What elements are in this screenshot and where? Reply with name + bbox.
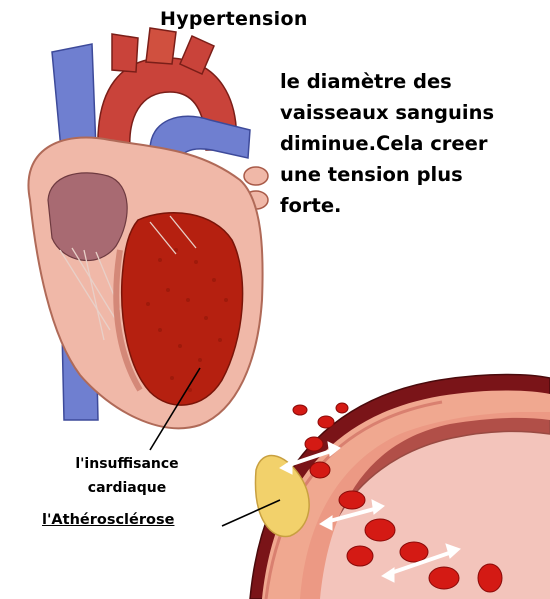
heart-failure-label: l'insuffisance cardiaque: [52, 452, 202, 500]
description-line: le diamètre des: [280, 66, 542, 97]
description-line: vaisseaux sanguins: [280, 97, 542, 128]
left-atrium: [48, 173, 127, 261]
ventricle-muscle: [122, 213, 243, 405]
heart-failure-label-line2: cardiaque: [52, 476, 202, 500]
description-line: forte.: [280, 190, 542, 221]
aortic-branch-1: [112, 34, 138, 72]
description-line: diminue.Cela creer: [280, 128, 542, 159]
page-title: Hypertension: [160, 8, 360, 30]
description-text: le diamètre des vaisseaux sanguins dimin…: [280, 66, 542, 221]
artery-illustration: [250, 375, 550, 599]
pulmonary-vein-1: [244, 167, 268, 185]
heart-illustration: [28, 28, 268, 428]
description-line: une tension plus: [280, 159, 542, 190]
heart-failure-label-line1: l'insuffisance: [52, 452, 202, 476]
aortic-branch-2: [146, 28, 176, 64]
atherosclerosis-label: l'Athérosclérose: [42, 512, 174, 528]
